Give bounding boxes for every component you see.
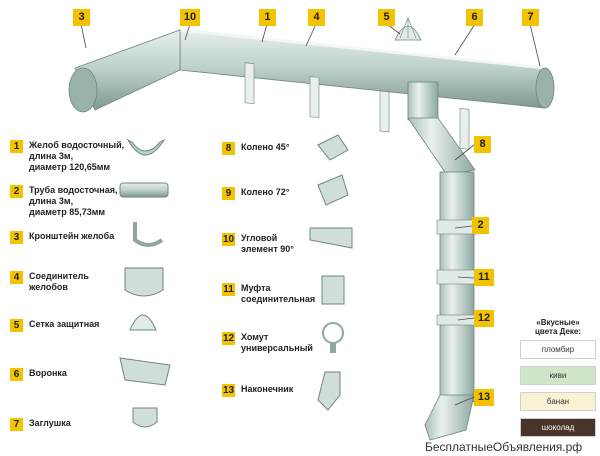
legend-label: Муфта соединительная — [241, 283, 316, 304]
legend-badge: 1 — [10, 140, 23, 153]
swatch-chocolate: шоколад — [520, 418, 596, 437]
legend-badge: 2 — [10, 185, 23, 198]
thumb-elbow-72 — [317, 174, 349, 206]
callout-12: 12 — [474, 310, 494, 327]
color-options: «Вкусные» цвета Деке: пломбир киви банан… — [520, 318, 596, 444]
legend-label: Кронштейн желоба — [29, 231, 115, 241]
legend-badge: 6 — [10, 368, 23, 381]
callout-7: 7 — [522, 9, 539, 26]
downpipe — [407, 81, 478, 441]
callout-2: 2 — [472, 217, 489, 234]
thumb-outlet — [119, 357, 171, 386]
callout-3: 3 — [73, 9, 90, 26]
swatch-kiwi: киви — [520, 366, 596, 385]
leader-lines — [80, 23, 541, 406]
legend-label: Желоб водосточный, длина 3м, диаметр 120… — [29, 140, 125, 172]
callout-13: 13 — [474, 389, 494, 406]
thumb-corner-90 — [309, 227, 353, 249]
callout-5: 5 — [378, 9, 395, 26]
legend-badge: 13 — [222, 384, 235, 397]
legend-item-2: 2 Труба водосточная, длина 3м, диаметр 8… — [10, 185, 117, 218]
callout-11: 11 — [474, 269, 494, 286]
watermark: БесплатныеОбъявления.рф — [425, 440, 583, 454]
legend-item-4: 4 Соединитель желобов — [10, 271, 89, 293]
callout-1: 1 — [259, 9, 276, 26]
legend-label: Хомут универсальный — [241, 332, 313, 353]
legend-item-5: 5 Сетка защитная — [10, 319, 99, 332]
swatch-plombir: пломбир — [520, 340, 596, 359]
legend-label: Воронка — [29, 368, 67, 378]
legend-item-7: 7 Заглушка — [10, 418, 71, 431]
legend-badge: 11 — [222, 283, 235, 296]
thumb-clamp — [322, 322, 344, 353]
thumb-leaf-guard — [129, 314, 157, 331]
thumb-bracket — [133, 222, 164, 247]
legend-item-10: 10 Угловой элемент 90° — [222, 233, 294, 255]
legend-label: Наконечник — [241, 384, 294, 394]
gutter-corner — [68, 29, 555, 113]
leaf-guard — [394, 17, 422, 41]
legend-item-9: 9 Колено 72° — [222, 187, 289, 200]
legend-label: Соединитель желобов — [29, 271, 89, 292]
legend-label: Труба водосточная, длина 3м, диаметр 85,… — [29, 185, 118, 217]
callout-4: 4 — [308, 9, 325, 26]
callout-6: 6 — [466, 9, 483, 26]
legend-item-1: 1 Желоб водосточный, длина 3м, диаметр 1… — [10, 140, 124, 173]
thumb-pipe — [119, 182, 169, 198]
thumb-coupling — [321, 275, 345, 305]
legend-badge: 5 — [10, 319, 23, 332]
legend-item-13: 13 Наконечник — [222, 384, 293, 397]
legend-label: Колено 45° — [241, 142, 290, 152]
swatch-banana: банан — [520, 392, 596, 411]
thumb-connector — [124, 267, 164, 297]
legend-item-11: 11 Муфта соединительная — [222, 283, 315, 305]
callout-10: 10 — [180, 9, 200, 26]
thumb-end-piece — [317, 371, 341, 411]
legend-item-3: 3 Кронштейн желоба — [10, 231, 114, 244]
legend-badge: 4 — [10, 271, 23, 284]
legend-badge: 12 — [222, 332, 235, 345]
legend-label: Сетка защитная — [29, 319, 100, 329]
color-options-title: «Вкусные» цвета Деке: — [534, 318, 582, 336]
legend-label: Заглушка — [29, 418, 71, 428]
legend-label: Колено 72° — [241, 187, 290, 197]
legend-badge: 7 — [10, 418, 23, 431]
legend-item-6: 6 Воронка — [10, 368, 67, 381]
legend-item-8: 8 Колено 45° — [222, 142, 289, 155]
legend-badge: 10 — [222, 233, 235, 246]
legend-label: Угловой элемент 90° — [241, 233, 294, 254]
gutter-straight — [179, 28, 546, 150]
legend-item-12: 12 Хомут универсальный — [222, 332, 313, 354]
legend-badge: 3 — [10, 231, 23, 244]
thumb-gutter — [126, 138, 166, 156]
legend-badge: 8 — [222, 142, 235, 155]
thumb-elbow-45 — [317, 134, 349, 161]
callout-8: 8 — [474, 136, 491, 153]
legend-badge: 9 — [222, 187, 235, 200]
thumb-end-cap — [132, 407, 158, 428]
